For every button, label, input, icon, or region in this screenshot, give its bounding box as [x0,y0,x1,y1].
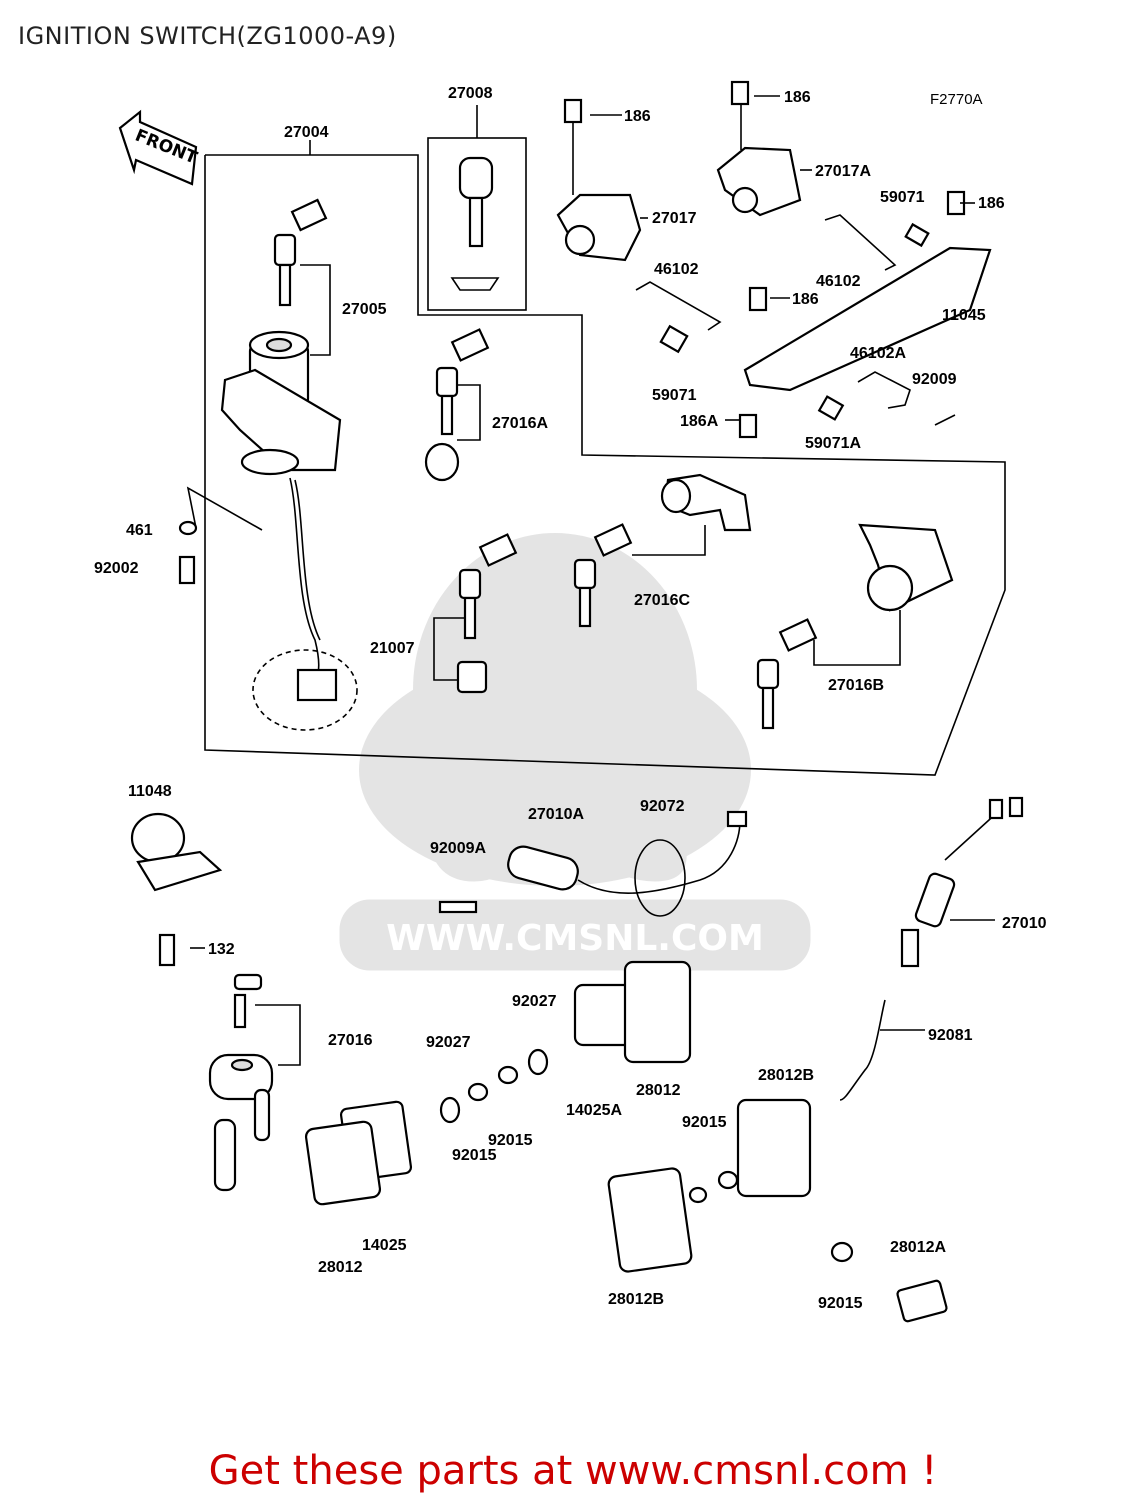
lock-bracket-27017 [556,98,642,262]
label-46102-a: 46102 [654,261,699,278]
bracket-11048 [130,812,223,892]
label-92072: 92072 [640,798,685,815]
label-92002: 92002 [94,560,139,577]
label-59071-b: 59071 [652,387,697,404]
bolt-92002 [178,555,196,585]
label-27017: 27017 [652,210,697,227]
label-21007: 21007 [370,640,415,657]
switch-27010 [839,796,1024,1101]
label-27010: 27010 [1002,915,1047,932]
switch-27010a [438,810,748,917]
label-27016c: 27016C [634,592,690,609]
label-186a: 186A [680,413,719,430]
key-set-27005 [273,198,328,307]
label-186-a: 186 [624,108,651,125]
label-186-b: 186 [784,89,811,106]
ignition-switch-part [220,330,358,731]
key-set-21007 [456,533,518,694]
label-11048: 11048 [128,783,172,800]
label-59071a: 59071A [805,435,861,452]
label-59071-a: 59071 [880,189,925,206]
label-28012a: 28012A [890,1239,946,1256]
key-set-27016a [424,328,490,482]
label-28012b-a: 28012B [758,1067,814,1084]
key-set-27016b [756,523,954,730]
label-27016: 27016 [328,1032,373,1049]
label-27017a: 27017A [815,163,871,180]
label-27005: 27005 [342,301,387,318]
leader-lines [190,95,995,1066]
key-set-27016c [573,473,752,628]
lock-bracket-27017a [716,80,802,217]
label-28012b-b: 28012B [608,1291,664,1308]
label-92015-b: 92015 [452,1147,497,1164]
label-27004: 27004 [284,124,329,141]
label-11045: 11045 [942,307,986,324]
page-title: IGNITION SWITCH(ZG1000-A9) [18,22,397,50]
label-92015-d: 92015 [818,1295,863,1312]
label-14025a: 14025A [566,1102,622,1119]
label-92009a: 92009A [430,840,486,857]
label-46102-b: 46102 [816,273,861,290]
watermark-text: WWW.CMSNL.COM [386,918,764,959]
label-92027-a: 92027 [512,993,557,1010]
parts-diagram: CMS WWW.CMSNL.COM FRONT F2770A [94,80,1047,1323]
reflectors [304,960,948,1323]
helmet-bar-11045 [635,190,992,439]
footer-link[interactable]: Get these parts at www.cmsnl.com ! [208,1448,938,1494]
label-28012-a: 28012 [636,1082,681,1099]
label-92027-b: 92027 [426,1034,471,1051]
label-14025: 14025 [362,1237,407,1254]
washer-461 [178,520,198,536]
front-arrow: FRONT [118,109,200,186]
label-46102a: 46102A [850,345,906,362]
label-28012-b: 28012 [318,1259,363,1276]
part-labels: 27008 27004 27005 186 186 186 186 27017 … [94,85,1047,1312]
label-92015-c: 92015 [682,1114,727,1131]
label-186-d: 186 [792,291,819,308]
label-27016b: 27016B [828,677,884,694]
label-27016a: 27016A [492,415,548,432]
label-27010a: 27010A [528,806,584,823]
label-92009: 92009 [912,371,957,388]
label-92081: 92081 [928,1027,973,1044]
label-461: 461 [126,522,153,539]
label-27008: 27008 [448,85,493,102]
label-186-c: 186 [978,195,1005,212]
key-27008 [450,156,500,291]
label-132: 132 [208,941,235,958]
watermark: CMS WWW.CMSNL.COM [339,533,811,971]
label-92015-a: 92015 [488,1132,533,1149]
figure-code: F2770A [930,91,983,108]
lock-27016 [158,933,274,1192]
